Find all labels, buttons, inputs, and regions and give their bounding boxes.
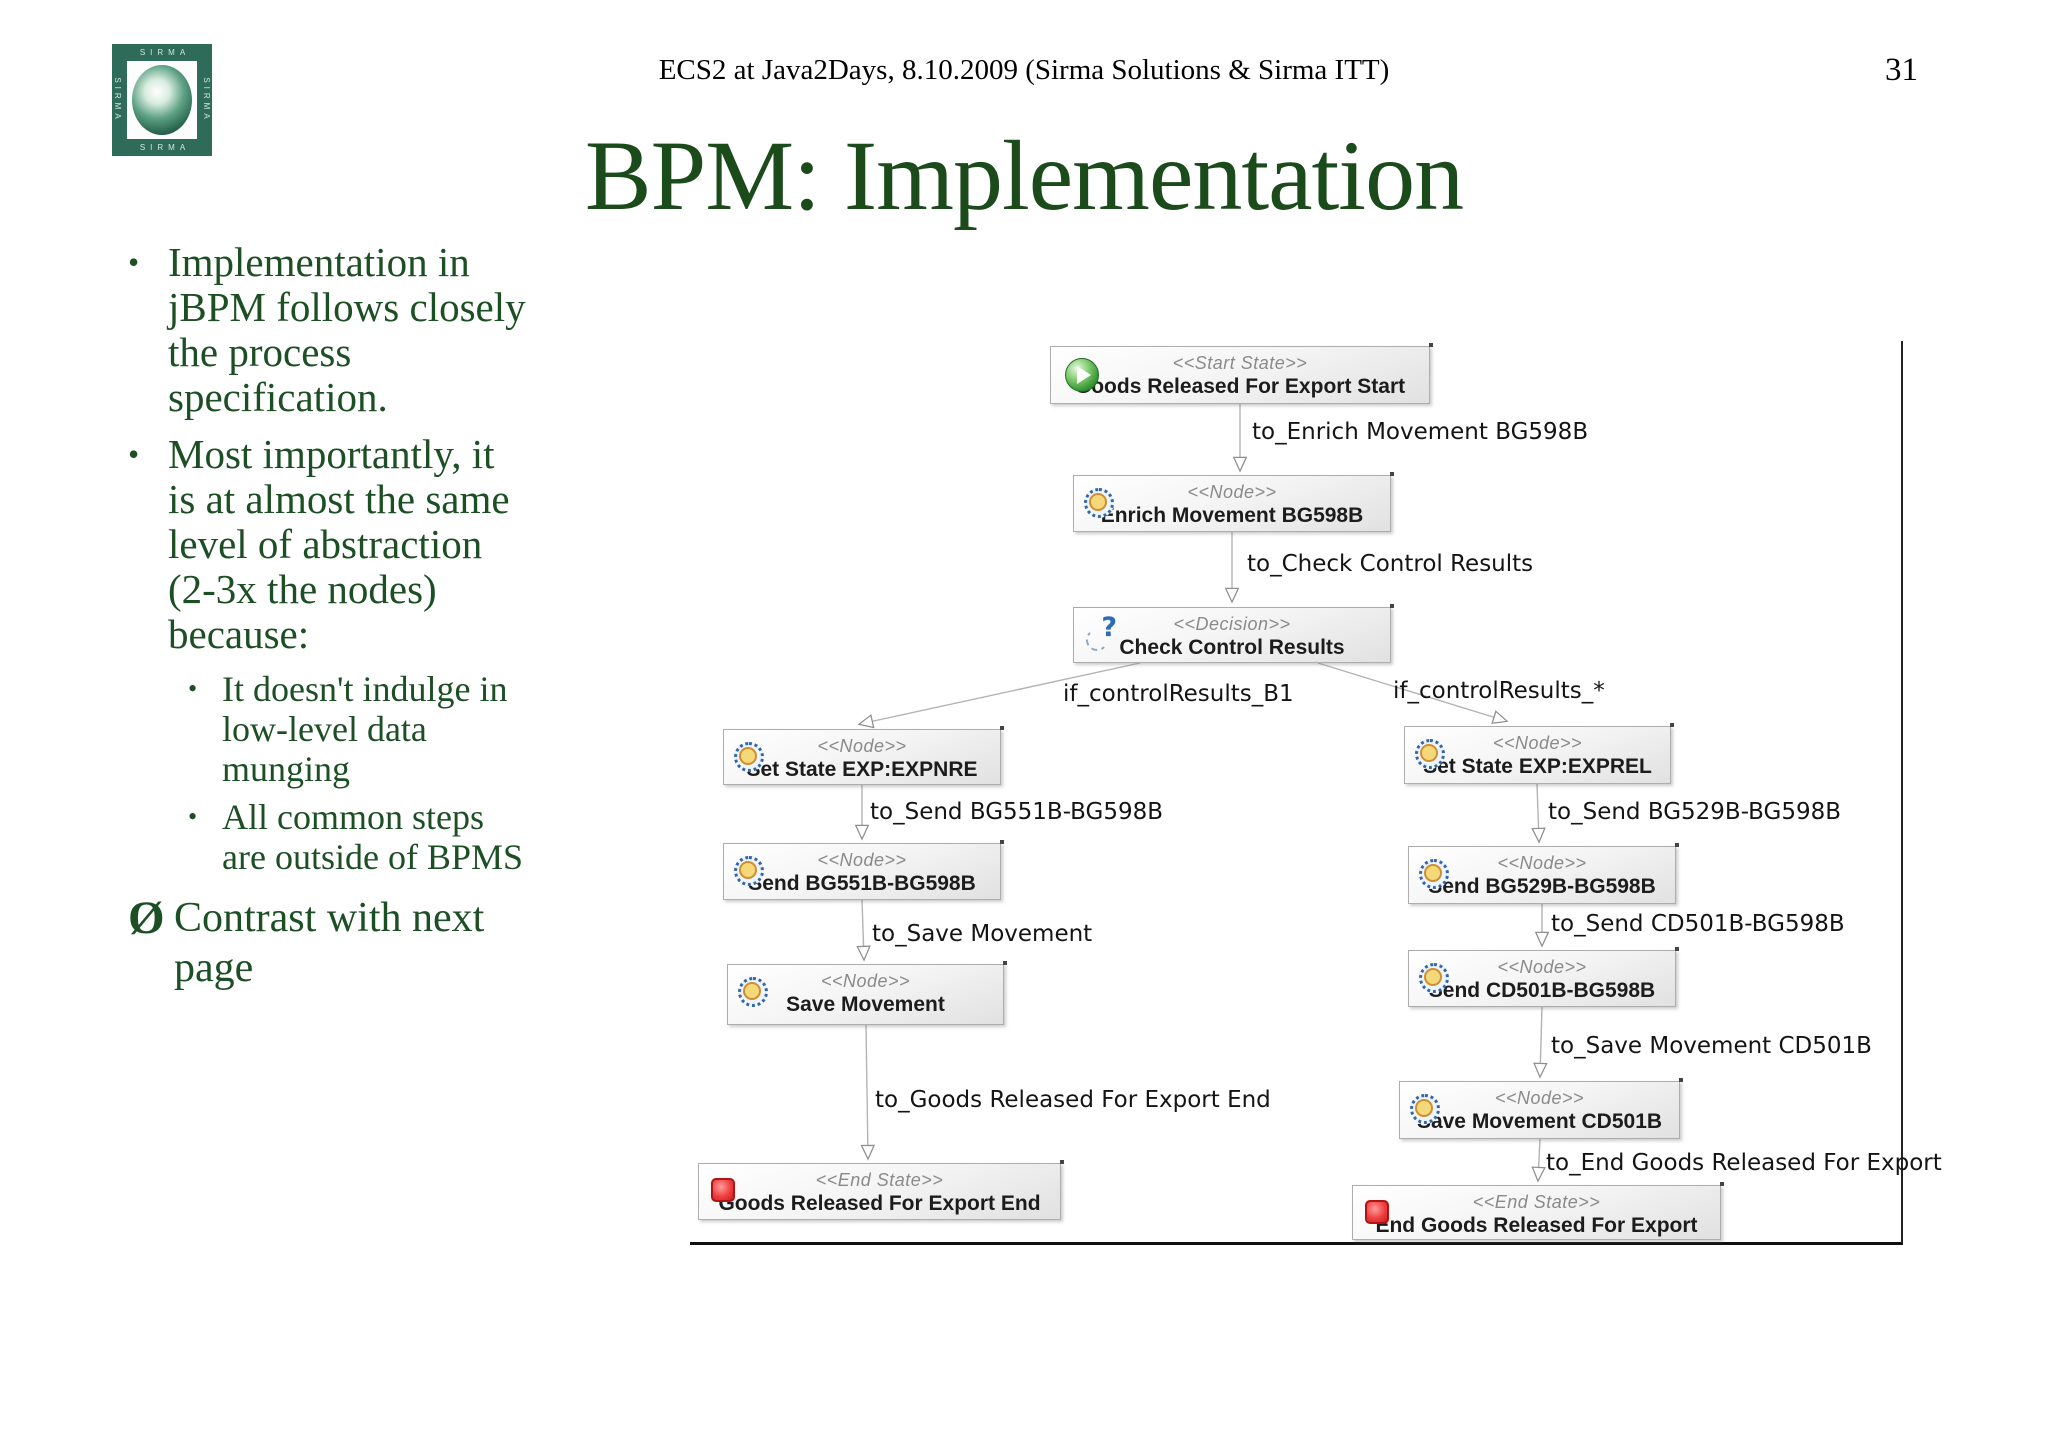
node-stereotype: <<Start State>> (1172, 353, 1308, 373)
slashed-o-marker: Ø (128, 892, 165, 944)
flow-node-check-control-results: <<Decision>> Check Control Results (1073, 604, 1394, 663)
node-stereotype: <<Node>> (1497, 957, 1587, 977)
flow-node-start: <<Start State>> Goods Released For Expor… (1050, 343, 1433, 404)
gear-icon (1415, 739, 1445, 769)
bullet-dot-icon (128, 240, 168, 420)
gear-icon (738, 977, 768, 1007)
bullet-text: Contrast with next page (174, 895, 485, 991)
bullet-dot-icon (188, 669, 222, 789)
flow-node-send-bg551b: <<Node>> Send BG551B-BG598B (723, 840, 1004, 900)
transition-label-to-enrich-movement: to_Enrich Movement BG598B (1252, 419, 1589, 445)
logo-word-top: SIRMA (139, 48, 191, 57)
diagram-frame (690, 341, 1903, 1245)
flow-node-end-goods-released: <<End State>> End Goods Released For Exp… (1352, 1182, 1724, 1240)
logo-sphere-icon (132, 65, 192, 135)
transition-label-to-send-cd501b: to_Send CD501B-BG598B (1551, 911, 1845, 937)
gear-icon (1419, 859, 1449, 889)
end-state-icon (711, 1178, 735, 1202)
transition-label-if-controlresults-star: if_controlResults_* (1393, 678, 1605, 704)
gear-icon (734, 856, 764, 886)
transition-label-to-save-movement-cd501b: to_Save Movement CD501B (1551, 1033, 1872, 1059)
transition-label-to-send-bg529b: to_Send BG529B-BG598B (1548, 799, 1842, 825)
bullet-dot-icon (128, 432, 168, 657)
end-state-icon (1365, 1200, 1389, 1224)
gear-icon (734, 742, 764, 772)
header-text: ECS2 at Java2Days, 8.10.2009 (Sirma Solu… (658, 54, 1390, 86)
transition-label-to-send-bg551b: to_Send BG551B-BG598B (870, 799, 1164, 825)
node-stereotype: <<End State>> (1472, 1192, 1601, 1212)
bullet-text: Most importantly, it is at almost the sa… (168, 431, 510, 657)
decision-icon (1086, 612, 1118, 652)
node-label: Check Control Results (1119, 636, 1345, 659)
sub-bullet-item-1: It doesn't indulge in low-level data mun… (188, 669, 608, 789)
bullet-list: Implementation in jBPM follows closely t… (128, 240, 608, 1005)
node-label: Enrich Movement BG598B (1100, 504, 1364, 527)
logo-word-bottom: SIRMA (139, 143, 191, 152)
flow-node-save-movement-cd501b: <<Node>> Save Movement CD501B (1399, 1078, 1683, 1139)
logo-word-left: SIRMA (113, 77, 122, 123)
flow-node-enrich-movement: <<Node>> Enrich Movement BG598B (1073, 472, 1394, 532)
transition-label-to-goods-released-end: to_Goods Released For Export End (875, 1087, 1271, 1113)
transition-label-to-end-goods-released: to_End Goods Released For Export (1546, 1150, 1942, 1176)
node-stereotype: <<Node>> (1497, 853, 1587, 873)
flow-node-end-goods-released-end: <<End State>> Goods Released For Export … (698, 1160, 1064, 1220)
gear-icon (1419, 963, 1449, 993)
node-stereotype: <<Decision>> (1173, 614, 1291, 634)
node-label: End Goods Released For Export (1375, 1214, 1698, 1237)
sub-bullet-item-2: All common steps are outside of BPMS (188, 797, 608, 877)
node-label: Set State EXP:EXPNRE (746, 758, 978, 781)
gear-icon (1410, 1094, 1440, 1124)
flow-node-set-state-expnre: <<Node>> Set State EXP:EXPNRE (723, 726, 1004, 785)
node-label: Save Movement CD501B (1416, 1110, 1663, 1133)
slide-title: BPM: Implementation (584, 120, 1464, 231)
node-stereotype: <<Node>> (820, 971, 911, 991)
logo-inner (127, 61, 197, 139)
node-label: Send BG529B-BG598B (1428, 875, 1656, 898)
node-stereotype: <<Node>> (1494, 1088, 1585, 1108)
gear-icon (1084, 488, 1114, 518)
transition-label-to-save-movement: to_Save Movement (872, 921, 1093, 947)
sub-bullet-text: All common steps are outside of BPMS (222, 797, 523, 877)
node-stereotype: <<Node>> (1492, 733, 1583, 753)
node-stereotype: <<Node>> (1187, 482, 1277, 502)
start-icon (1065, 358, 1099, 392)
bullet-dot-icon (188, 797, 222, 877)
node-label: Send BG551B-BG598B (748, 872, 976, 895)
sirma-logo: SIRMA SIRMA SIRMA SIRMA (112, 44, 212, 156)
node-stereotype: <<Node>> (817, 850, 907, 870)
node-label: Goods Released For Export Start (1074, 375, 1406, 398)
flow-node-save-movement: <<Node>> Save Movement (727, 961, 1007, 1025)
transition-label-to-check-control-results: to_Check Control Results (1247, 551, 1534, 577)
flow-node-send-bg529b: <<Node>> Send BG529B-BG598B (1408, 843, 1679, 904)
bullet-text: Implementation in jBPM follows closely t… (168, 239, 526, 420)
bullet-item-1: Implementation in jBPM follows closely t… (128, 240, 608, 420)
flow-node-set-state-exprel: <<Node>> Set State EXP:EXPREL (1404, 723, 1674, 784)
bullet-item-3: Ø Contrast with next page (128, 893, 608, 993)
logo-word-right: SIRMA (202, 77, 211, 123)
transition-label-if-controlresults-b1: if_controlResults_B1 (1063, 681, 1294, 707)
bullet-item-2: Most importantly, it is at almost the sa… (128, 432, 608, 657)
node-label: Goods Released For Export End (718, 1192, 1041, 1215)
node-stereotype: <<End State>> (815, 1170, 944, 1190)
node-label: Save Movement (786, 993, 945, 1016)
node-stereotype: <<Node>> (817, 736, 907, 756)
sub-bullet-text: It doesn't indulge in low-level data mun… (222, 669, 508, 789)
flow-node-send-cd501b: <<Node>> Send CD501B-BG598B (1408, 947, 1679, 1007)
node-label: Send CD501B-BG598B (1428, 979, 1656, 1002)
node-label: Set State EXP:EXPREL (1423, 755, 1652, 778)
page-number: 31 (1885, 52, 1918, 88)
